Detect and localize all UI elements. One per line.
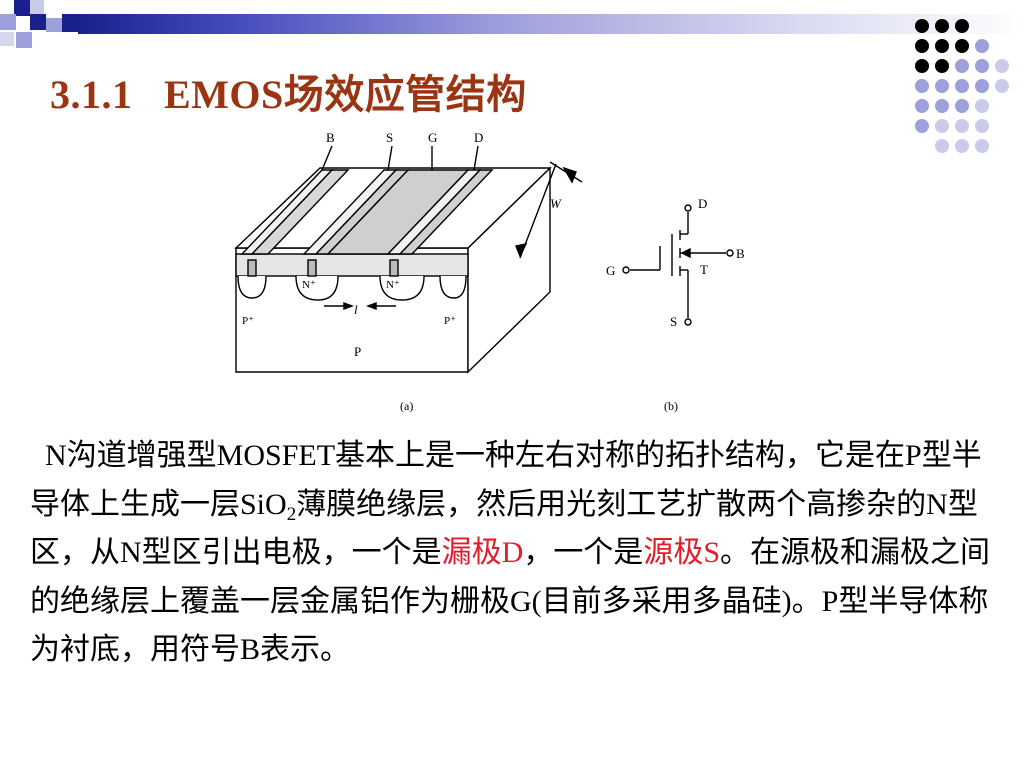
label-n-plus-right: N⁺	[386, 279, 400, 291]
label-width: W	[550, 196, 562, 211]
symbol-label-gate: G	[606, 263, 615, 278]
label-substrate: P	[354, 344, 361, 359]
decorative-dot	[915, 19, 929, 33]
label-p-plus-right: P⁺	[444, 315, 456, 327]
label-p-plus-left: P⁺	[242, 315, 254, 327]
symbol-label-bulk: B	[736, 246, 745, 261]
decorative-dot	[955, 139, 969, 153]
body-paragraph: N沟道增强型MOSFET基本上是一种左右对称的拓扑结构，它是在P型半导体上生成一…	[30, 432, 1000, 675]
body-text-4: 。在源极和漏极之间的绝缘层上覆盖一层金属铝作为栅极G(目前多采用多晶硅)。P型半…	[30, 536, 991, 666]
decorative-dot	[915, 119, 929, 133]
decorative-dot	[935, 39, 949, 53]
symbol-label-drain: D	[698, 196, 707, 211]
decorative-dot	[915, 59, 929, 73]
label-drain: D	[474, 130, 483, 145]
decorative-dot	[935, 99, 949, 113]
mosfet-symbol	[622, 204, 734, 326]
decorative-dot-grid	[915, 19, 1009, 153]
decorative-dot	[935, 59, 949, 73]
caption-b: (b)	[664, 399, 678, 413]
decorative-dot	[935, 79, 949, 93]
symbol-label-source: S	[670, 314, 677, 329]
decorative-dot	[955, 19, 969, 33]
drain-highlight: 漏极D	[441, 536, 524, 569]
decorative-dot	[915, 79, 929, 93]
decorative-dot	[975, 59, 989, 73]
label-source: S	[386, 130, 393, 145]
decorative-dot	[975, 119, 989, 133]
label-n-plus-left: N⁺	[302, 279, 316, 291]
symbol-label-t: T	[700, 262, 708, 277]
caption-a: (a)	[400, 399, 413, 413]
header-gradient-bar	[78, 14, 1024, 34]
label-gate: G	[428, 130, 437, 145]
decorative-dot	[935, 19, 949, 33]
decorative-dot	[915, 99, 929, 113]
slide-title: 3.1.1 EMOS场效应管结构	[50, 72, 527, 117]
body-subscript: 2	[286, 503, 297, 525]
header-band	[0, 0, 1024, 48]
decorative-squares	[0, 0, 78, 48]
decorative-dot	[995, 79, 1009, 93]
decorative-dot	[955, 39, 969, 53]
label-channel-length: l	[354, 302, 358, 317]
mosfet-structure-figure: B S G D W N⁺ N⁺ l P⁺ P⁺ P (a) D G B T S	[234, 130, 745, 413]
decorative-dot	[935, 139, 949, 153]
decorative-dot	[975, 139, 989, 153]
source-highlight: 源极S	[643, 536, 721, 569]
decorative-dot	[915, 39, 929, 53]
decorative-dot	[935, 119, 949, 133]
decorative-dot	[955, 59, 969, 73]
decorative-dot	[955, 79, 969, 93]
body-text-1: N沟道增强型MOSFET基本上是一种左右对称的拓扑结构，它是在P型半导体上生成一…	[30, 439, 982, 521]
body-text-2: 薄膜绝缘层，然后用光刻工艺扩散两个高掺杂的N型区，从N型区引出电极，一个是	[30, 487, 978, 570]
decorative-dot	[975, 79, 989, 93]
decorative-dot	[975, 39, 989, 53]
body-text-3: ，一个是	[523, 536, 644, 569]
decorative-dot	[995, 59, 1009, 73]
mosfet-3d-structure	[234, 145, 583, 374]
label-bulk: B	[326, 130, 335, 145]
decorative-dot	[975, 99, 989, 113]
decorative-dot	[955, 99, 969, 113]
decorative-dot	[955, 119, 969, 133]
